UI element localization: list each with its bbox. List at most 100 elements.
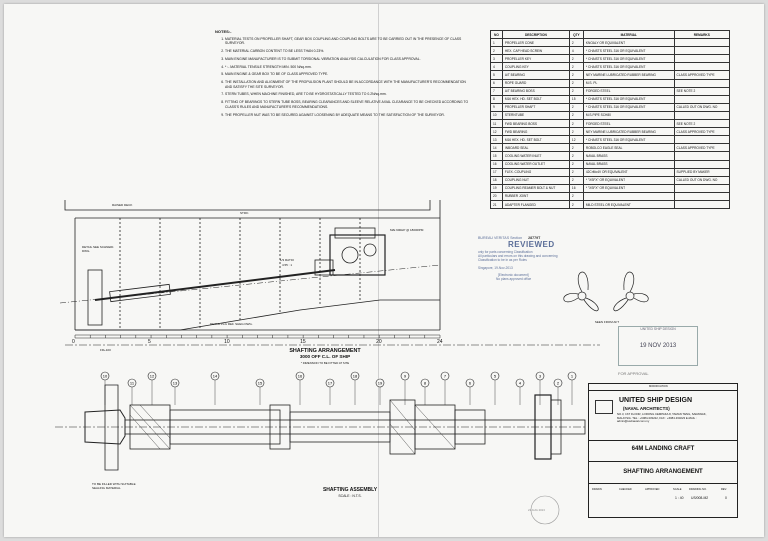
bv-sig: [Electronic document] bbox=[498, 273, 529, 277]
callout-number: 17 bbox=[328, 381, 333, 386]
callout-number: 12 bbox=[150, 374, 155, 379]
sealing-note: TO BE FILLED WITH SUITABLE SEALING MATER… bbox=[92, 482, 136, 490]
tb-rev-head: MODIFICATION bbox=[649, 385, 668, 388]
tb-rev-label: REV. bbox=[721, 488, 727, 491]
frame-scale bbox=[65, 334, 600, 346]
bv-section-label: BUREAU VERITAS Section bbox=[478, 236, 523, 240]
tb-dwgno-label: DRAWING NO. bbox=[689, 488, 707, 491]
raised-deck-label: RAISED DECK bbox=[112, 203, 133, 207]
bv-sig-2: No plans approved office bbox=[496, 277, 532, 281]
bureau-veritas-stamp: BUREAU VERITAS Section 28779T REVIEWED on… bbox=[478, 236, 606, 281]
table-cell: 2 bbox=[568, 199, 584, 210]
for-approval-label: FOR APPROVAL bbox=[618, 371, 649, 376]
frame-number: 15 bbox=[300, 339, 306, 345]
prop-view-label: SEEN FROM AFT bbox=[594, 320, 620, 324]
frame-number: 24 bbox=[437, 339, 443, 345]
callout-number: 6 bbox=[469, 381, 472, 386]
section-view-note: * DIMENSION TO BE FITTED AT SITE bbox=[300, 361, 350, 365]
tb-drawn-label: DRAWN bbox=[592, 488, 602, 491]
callout-number: 9 bbox=[404, 374, 407, 379]
note-item: THE INSTALLATION AND ALIGNMENT OF THE PR… bbox=[225, 80, 470, 89]
gear-ratio-value: 4.55 : 1 bbox=[282, 263, 293, 267]
frame-number: 20 bbox=[376, 339, 382, 345]
tb-rev-row: MODIFICATION bbox=[589, 384, 737, 391]
callout-number: 10 bbox=[103, 374, 108, 379]
callout-number: 19 bbox=[378, 381, 383, 386]
firm-address: NO.3, 1ST FLOOR, LORONG CEMPAKA 8, TAMAN… bbox=[617, 412, 707, 424]
tb-checked-label: CHECKED bbox=[619, 488, 632, 491]
section-view-title: SHAFTING ARRANGEMENT bbox=[289, 348, 361, 354]
frame-number: 0 bbox=[72, 339, 75, 345]
firm-name: UNITED SHIP DESIGN bbox=[619, 397, 692, 404]
bv-number: 28779T bbox=[528, 236, 541, 240]
frame-number: 10 bbox=[224, 339, 230, 345]
firm-logo bbox=[595, 400, 613, 414]
callout-number: 13 bbox=[173, 381, 178, 386]
callout-number: 18 bbox=[353, 374, 358, 379]
tb-scale-value: 1 : 40 bbox=[675, 496, 684, 500]
callout-number: 14 bbox=[213, 374, 218, 379]
callout-number: 4 bbox=[519, 381, 522, 386]
stiffener-label: STIFF. bbox=[240, 211, 249, 215]
table-cell bbox=[673, 199, 731, 210]
note-item: THE MATERIAL CARBON CONTENT TO BE LESS T… bbox=[225, 49, 470, 54]
tb-rev-value: 0 bbox=[725, 496, 727, 500]
frame-ticks bbox=[74, 335, 441, 338]
date-stamp-head: UNITED SHIP DESIGN bbox=[640, 327, 676, 331]
plate-detail-label: DETAIL PLG REF. SHEG DWG. bbox=[210, 322, 253, 326]
callout-number: 7 bbox=[444, 374, 447, 379]
assembly-scale: SCALE : N.T.S. bbox=[338, 494, 362, 498]
received-stamp-date: 21 AUG 2013 bbox=[528, 508, 545, 512]
bv-reviewed: REVIEWED bbox=[508, 240, 555, 249]
general-notes: NOTES:- MATERIAL TESTS ON PROPELLER SHAF… bbox=[215, 29, 470, 120]
note-item: FITTING OF BEARINGS TO STERN TUBE BOSS, … bbox=[225, 100, 470, 109]
callout-number: 3 bbox=[539, 374, 542, 379]
table-cell: ADAPTER FLANGED bbox=[501, 199, 570, 210]
tb-approved-label: APPROVED bbox=[645, 488, 660, 491]
callout-number: 8 bbox=[424, 381, 427, 386]
approval-date-stamp: UNITED SHIP DESIGN 19 NOV 2013 bbox=[618, 326, 698, 366]
bv-scope: only for parts concerning Classification bbox=[478, 250, 533, 254]
seal-detail-label: DETAIL SEE SCHNEID. DWG. bbox=[82, 245, 115, 253]
project-name: 64M LANDING CRAFT bbox=[631, 446, 695, 452]
note-item: STERN TUBES, WHEN MACHINE FINISHED, ARE … bbox=[225, 92, 470, 97]
shafting-assembly-view bbox=[55, 384, 586, 471]
callout-number: 5 bbox=[494, 374, 497, 379]
gear-ratio-label: 1/3 RATIO bbox=[280, 258, 294, 262]
callout-number: 15 bbox=[258, 381, 263, 386]
note-item: MATERIAL TESTS ON PROPELLER SHAFT, GEAR … bbox=[225, 37, 470, 46]
callout-number: 2 bbox=[557, 381, 560, 386]
notes-title: NOTES:- bbox=[215, 29, 232, 34]
sheet-fold bbox=[378, 4, 379, 537]
section-view-subtitle: 3000 OFF C.L. OF SHIP bbox=[299, 354, 351, 359]
bv-place-date: Singapore, 19-Nov-2013 bbox=[478, 266, 513, 270]
frame-code-label: FR+100 bbox=[100, 348, 111, 352]
engine-label: M/E 900HP @ 1800RPM bbox=[390, 228, 424, 232]
hull-section bbox=[59, 200, 441, 331]
tb-dwgno-value: US/008-M2 bbox=[691, 496, 709, 500]
callout-number: 11 bbox=[130, 381, 135, 386]
tb-divider-3 bbox=[589, 482, 737, 484]
bv-scope-3: Classification to be in as per Rules bbox=[478, 258, 527, 262]
received-stamp bbox=[530, 495, 560, 525]
notes-list: MATERIAL TESTS ON PROPELLER SHAFT, GEAR … bbox=[215, 37, 470, 118]
tb-scale-label: SCALE bbox=[673, 488, 682, 491]
note-item: MAIN ENGINE MANUFACTURER IS TO SUBMIT TO… bbox=[225, 57, 470, 62]
frame-number: 5 bbox=[148, 339, 151, 345]
assembly-title: SHAFTING ASSEMBLY bbox=[322, 487, 378, 493]
note-item: MAIN ENGINE & GEAR BOX TO BE OF CLASS AP… bbox=[225, 72, 470, 77]
date-stamp-date: 19 NOV 2013 bbox=[639, 343, 677, 349]
callout-number: 16 bbox=[298, 374, 303, 379]
title-block: MODIFICATION UNITED SHIP DESIGN (NAVAL A… bbox=[588, 383, 738, 518]
assembly-callouts: 10 11 12 13 14 15 16 17 18 19 9 8 7 6 5 4 3 2 1 bbox=[100, 371, 577, 405]
callout-number: 1 bbox=[571, 374, 574, 379]
firm-subtitle: (NAVAL ARCHITECTS) bbox=[623, 406, 670, 411]
